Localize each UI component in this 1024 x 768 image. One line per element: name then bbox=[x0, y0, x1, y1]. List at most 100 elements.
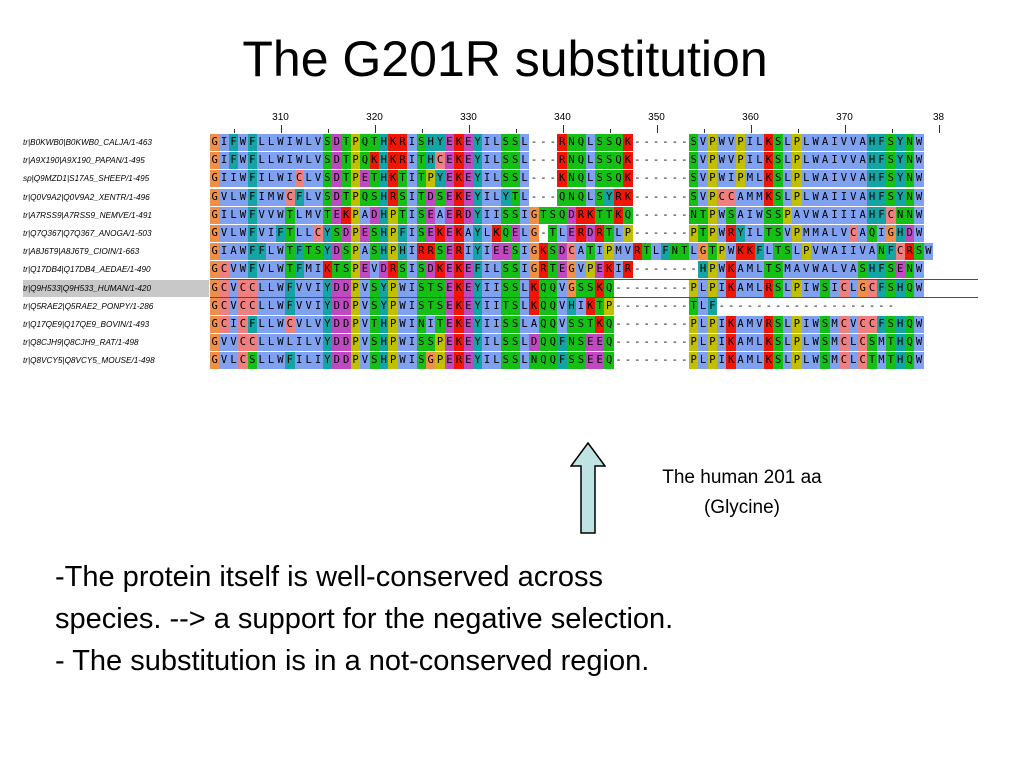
residue: P bbox=[388, 297, 398, 315]
residue: L bbox=[782, 188, 793, 206]
residue: Q bbox=[604, 334, 614, 352]
residue: I bbox=[482, 297, 492, 315]
residue: T bbox=[764, 261, 774, 279]
residue: - bbox=[737, 299, 744, 312]
residue: A bbox=[857, 188, 868, 206]
residue: H bbox=[895, 334, 905, 352]
residue: - bbox=[671, 263, 678, 276]
residue: V bbox=[557, 297, 567, 315]
residue: E bbox=[566, 225, 577, 242]
residue: L bbox=[519, 188, 530, 206]
residue: F bbox=[876, 152, 887, 170]
residue: - bbox=[681, 190, 688, 203]
residue: T bbox=[285, 243, 295, 261]
residue: T bbox=[341, 188, 351, 206]
residue: T bbox=[501, 297, 511, 315]
residue: E bbox=[463, 134, 473, 151]
residue: I bbox=[519, 243, 530, 261]
residue: V bbox=[228, 261, 239, 279]
residue: N bbox=[566, 334, 577, 352]
residue: K bbox=[726, 334, 736, 352]
residue: D bbox=[341, 352, 351, 370]
residue: C bbox=[717, 188, 727, 206]
residue: L bbox=[303, 334, 314, 352]
residue: F bbox=[876, 316, 887, 333]
residue: Q bbox=[604, 352, 614, 370]
residue: L bbox=[519, 225, 530, 242]
residue: Y bbox=[322, 334, 333, 352]
residue: - bbox=[821, 299, 829, 312]
residue: P bbox=[717, 243, 727, 261]
residue: W bbox=[275, 170, 286, 188]
residue: P bbox=[707, 188, 718, 206]
residue: V bbox=[848, 188, 858, 206]
residue: I bbox=[829, 152, 840, 170]
residue: C bbox=[238, 279, 248, 297]
residue: A bbox=[820, 170, 830, 188]
residue: S bbox=[341, 243, 351, 261]
residue: - bbox=[887, 299, 894, 312]
residue: Y bbox=[895, 170, 905, 188]
residue: E bbox=[585, 352, 596, 370]
residue: R bbox=[595, 225, 605, 242]
residue: P bbox=[350, 206, 361, 224]
residue: G bbox=[566, 261, 577, 279]
residue: V bbox=[294, 316, 304, 333]
residue: - bbox=[634, 263, 641, 276]
residue: I bbox=[717, 279, 727, 297]
residue: I bbox=[256, 188, 267, 206]
residue: I bbox=[839, 206, 849, 224]
residue: R bbox=[425, 243, 436, 261]
residue: I bbox=[829, 170, 840, 188]
residue: F bbox=[247, 225, 257, 242]
residue: W bbox=[811, 206, 821, 224]
residue: W bbox=[914, 134, 924, 151]
residue: M bbox=[266, 188, 276, 206]
residue: - bbox=[540, 172, 547, 185]
residue: G bbox=[210, 206, 220, 224]
residue: I bbox=[256, 170, 267, 188]
residue: - bbox=[624, 299, 632, 312]
residue: L bbox=[782, 334, 793, 352]
residue: A bbox=[820, 225, 830, 242]
residue: G bbox=[210, 261, 220, 279]
residue: L bbox=[585, 152, 596, 170]
residue: P bbox=[350, 279, 361, 297]
residue: C bbox=[839, 352, 849, 370]
residue: A bbox=[360, 243, 370, 261]
residue: S bbox=[585, 279, 596, 297]
residue: - bbox=[652, 336, 660, 349]
residue: L bbox=[754, 279, 765, 297]
residue: - bbox=[634, 190, 641, 203]
residue: G bbox=[210, 188, 220, 206]
residue: - bbox=[859, 299, 866, 312]
residue: S bbox=[501, 352, 511, 370]
residue: N bbox=[904, 206, 915, 224]
residue: W bbox=[811, 152, 821, 170]
residue: S bbox=[820, 279, 830, 297]
residue: F bbox=[285, 297, 295, 315]
residue: T bbox=[707, 243, 718, 261]
residue: V bbox=[228, 279, 239, 297]
residue: Q bbox=[557, 188, 567, 206]
residue: S bbox=[773, 334, 783, 352]
residue: S bbox=[501, 261, 511, 279]
residue: E bbox=[360, 170, 370, 188]
residue: - bbox=[643, 154, 650, 167]
residue: P bbox=[707, 334, 718, 352]
residue: L bbox=[266, 297, 276, 315]
residue: Q bbox=[548, 352, 558, 370]
residue: S bbox=[773, 188, 783, 206]
residue: V bbox=[557, 316, 567, 333]
residue: W bbox=[914, 261, 924, 279]
residue: - bbox=[652, 299, 660, 312]
residue: F bbox=[247, 316, 257, 333]
residue: T bbox=[341, 134, 351, 151]
residue: S bbox=[782, 243, 793, 261]
residue: H bbox=[379, 243, 389, 261]
ruler-tick bbox=[374, 125, 376, 133]
residue: Y bbox=[322, 352, 333, 370]
residue: - bbox=[540, 227, 547, 239]
residue: L bbox=[256, 134, 267, 151]
